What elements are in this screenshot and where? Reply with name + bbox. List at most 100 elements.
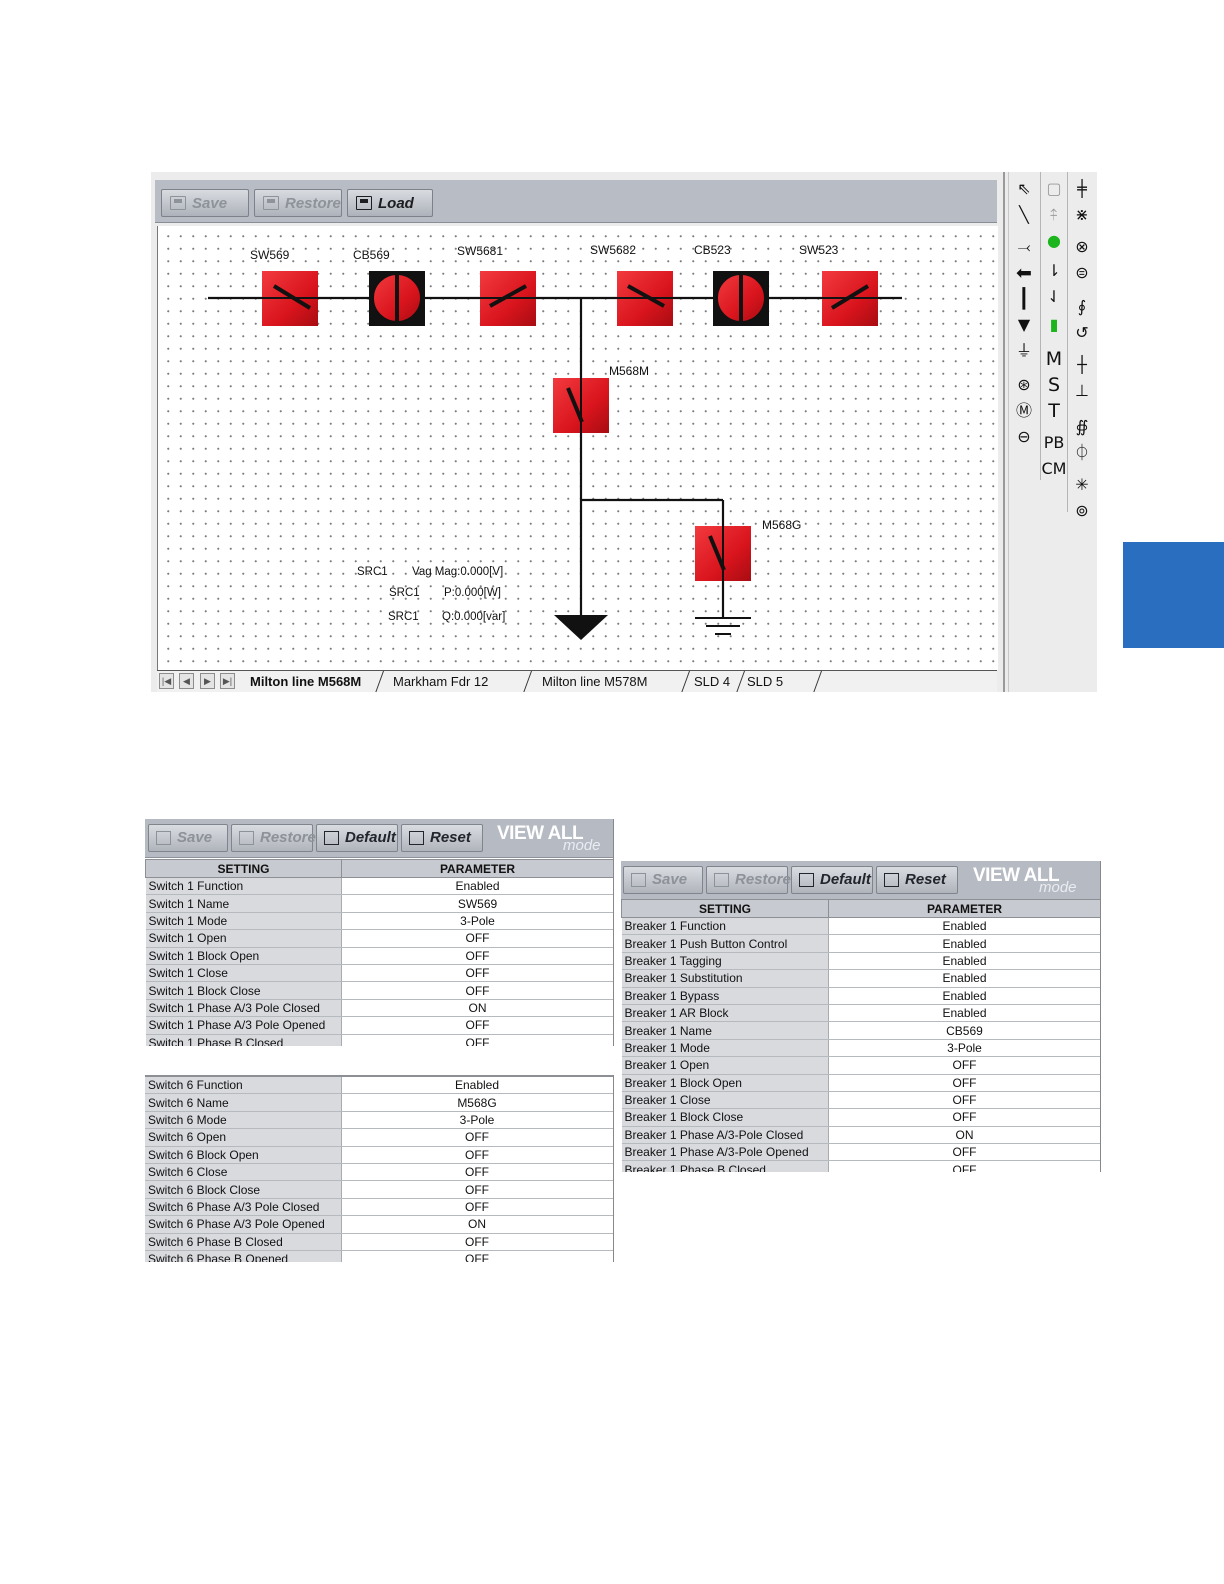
green-led-icon[interactable]: ● xyxy=(1047,231,1061,250)
ground-symbol-icon[interactable]: ⏚ xyxy=(1015,341,1032,360)
prev-sheet-button[interactable]: ◀ xyxy=(179,673,194,689)
parameter-value[interactable]: OFF xyxy=(341,1163,613,1182)
parameter-value[interactable]: 3-Pole xyxy=(341,912,613,931)
palette-cm-label[interactable]: CM xyxy=(1041,459,1067,478)
parameter-value[interactable]: OFF xyxy=(828,1160,1100,1172)
vertical-bar-icon[interactable]: ┃ xyxy=(1018,288,1030,310)
switch-sw5681[interactable] xyxy=(480,271,536,326)
parameter-value[interactable]: OFF xyxy=(341,1128,613,1147)
switch-m568g[interactable] xyxy=(695,526,751,581)
parameter-value[interactable]: CB569 xyxy=(828,1021,1100,1040)
parameter-value[interactable]: OFF xyxy=(828,1143,1100,1162)
tab-sld-5[interactable]: SLD 5 xyxy=(747,674,784,689)
parameter-value[interactable]: Enabled xyxy=(828,969,1100,988)
tab-sld-4[interactable]: SLD 4 xyxy=(694,674,731,689)
breaker-cb523[interactable] xyxy=(713,271,769,326)
arrester-icon[interactable]: ↺ xyxy=(1075,323,1089,342)
parameter-value[interactable]: OFF xyxy=(828,1108,1100,1127)
switch1-view-all-button[interactable]: VIEW ALL xyxy=(497,823,584,844)
parameter-value[interactable]: OFF xyxy=(828,1091,1100,1110)
transformer-icon[interactable]: ⊗ xyxy=(1075,237,1089,256)
sld-canvas[interactable]: SW569 CB569 SW5681 SW5682 CB523 SW523 M5… xyxy=(157,226,998,670)
switch1-default-button[interactable]: Default xyxy=(316,824,398,852)
sensor-icon[interactable]: ⊚ xyxy=(1075,501,1089,520)
parameter-value[interactable]: M568G xyxy=(341,1093,613,1112)
palette-t-label[interactable]: T xyxy=(1048,400,1060,422)
parameter-value[interactable]: OFF xyxy=(341,981,613,1000)
disconnect-grey-icon[interactable]: ⤉ xyxy=(1050,205,1058,224)
palette-s-label[interactable]: S xyxy=(1047,374,1061,396)
parameter-value[interactable]: OFF xyxy=(828,1056,1100,1075)
parameter-value[interactable]: OFF xyxy=(341,1016,613,1035)
parameter-value[interactable]: OFF xyxy=(341,1146,613,1164)
arrow-down-icon[interactable]: ▼ xyxy=(1017,315,1031,334)
parameter-value[interactable]: OFF xyxy=(341,1034,613,1046)
switch1-restore-button[interactable]: Restore xyxy=(231,824,316,852)
load-button[interactable]: Load xyxy=(347,189,433,217)
inductor-icon[interactable]: ∮ xyxy=(1077,297,1087,316)
surge-icon[interactable]: ⏀ xyxy=(1073,443,1090,462)
switch-m568m[interactable] xyxy=(553,378,609,433)
pt-icon[interactable]: ∯ xyxy=(1075,417,1089,436)
tab-milton-line-m568m[interactable]: Milton line M568M xyxy=(250,674,362,689)
generator-icon[interactable]: ⊛ xyxy=(1017,375,1031,394)
bus-tap-bold-icon[interactable]: ⬅ xyxy=(1016,262,1032,284)
tab-markham-fdr-12[interactable]: Markham Fdr 12 xyxy=(393,674,489,689)
parameter-value[interactable]: Enabled xyxy=(828,987,1100,1005)
parameter-value[interactable]: OFF xyxy=(341,1250,613,1262)
switch-icon[interactable]: ⇃ xyxy=(1047,287,1061,306)
parameter-value[interactable]: SW569 xyxy=(341,894,613,913)
pointer-icon[interactable]: ⇖ xyxy=(1017,179,1031,198)
parameter-value[interactable]: OFF xyxy=(828,1074,1100,1092)
parameter-value[interactable]: 3-Pole xyxy=(341,1111,613,1130)
parameter-value[interactable]: OFF xyxy=(341,929,613,948)
tab-milton-line-m578m[interactable]: Milton line M578M xyxy=(542,674,648,689)
breaker1-default-button[interactable]: Default xyxy=(791,866,873,894)
parameter-value[interactable]: OFF xyxy=(341,1180,613,1199)
palette-m-label[interactable]: M xyxy=(1045,348,1063,370)
cap-bank-icon[interactable]: ┼ xyxy=(1077,355,1087,374)
palette-pb-label[interactable]: PB xyxy=(1043,433,1065,452)
parameter-value[interactable]: OFF xyxy=(341,1233,613,1251)
parameter-value[interactable]: OFF xyxy=(341,1198,613,1217)
parameter-value[interactable]: Enabled xyxy=(341,1075,613,1095)
motor-icon[interactable]: Ⓜ xyxy=(1015,401,1032,420)
parameter-value[interactable]: ON xyxy=(341,1215,613,1234)
breaker1-view-all-button[interactable]: VIEW ALL xyxy=(973,865,1060,886)
fuse-icon[interactable]: ⇂ xyxy=(1047,261,1061,280)
parameter-value[interactable]: Enabled xyxy=(828,1004,1100,1023)
next-sheet-button[interactable]: ▶ xyxy=(200,673,215,689)
last-sheet-button[interactable]: ▶| xyxy=(220,673,235,689)
parameter-value[interactable]: Enabled xyxy=(828,917,1100,936)
switch-sw523[interactable] xyxy=(822,271,878,326)
line-icon[interactable]: ╲ xyxy=(1019,205,1029,224)
parameter-value[interactable]: 3-Pole xyxy=(828,1039,1100,1058)
parameter-value[interactable]: Enabled xyxy=(341,877,613,896)
